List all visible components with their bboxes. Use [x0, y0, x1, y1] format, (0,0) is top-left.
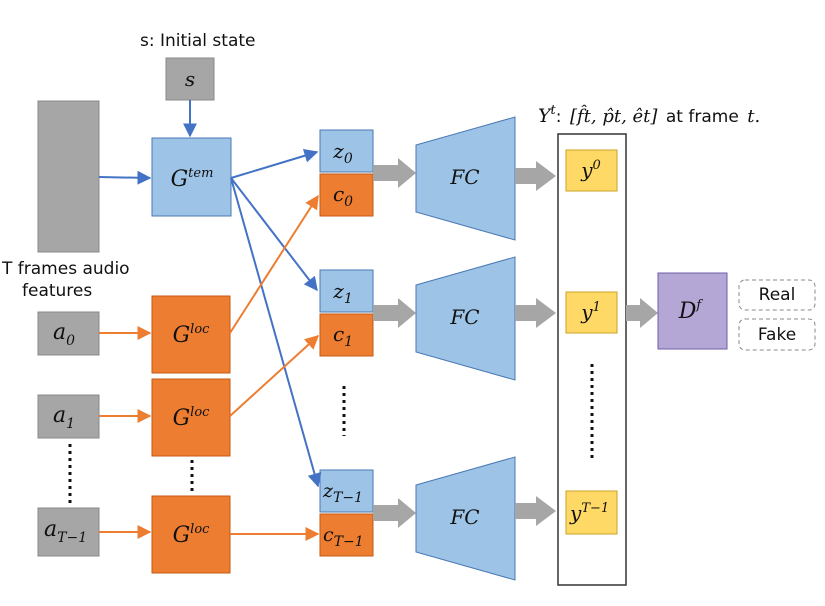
svg-text:c0: c0	[333, 182, 353, 210]
fc-block-1: FC	[415, 256, 516, 381]
zT-1-box: zT−1	[319, 469, 374, 513]
gloc1-to-c1-arrow	[229, 335, 320, 417]
zc1-to-fc-arrow	[373, 298, 416, 328]
real-output-box	[738, 279, 816, 311]
svg-text:aT−1: aT−1	[44, 517, 87, 546]
audio-features-box	[37, 100, 100, 253]
initial-state-symbol: s	[185, 67, 195, 91]
fake-output-box	[738, 318, 816, 351]
svg-text:FC: FC	[449, 505, 479, 529]
discriminator-label: Df	[678, 298, 704, 324]
c0-box: c0	[319, 173, 374, 217]
fc-block-T-1: FC	[415, 456, 516, 581]
g-tem-box	[151, 137, 232, 217]
svg-text:z0: z0	[332, 139, 353, 167]
svg-text:FC: FC	[449, 305, 479, 329]
gtem-to-z0-arrow	[230, 148, 319, 179]
g-loc-box-T-1: Gloc	[151, 495, 231, 574]
svg-text:cT−1: cT−1	[323, 524, 364, 550]
audio-features-label-line1: T frames audio	[1, 259, 130, 279]
gtem-to-zT-arrow	[230, 177, 322, 488]
real-label: Real	[759, 285, 796, 305]
audio-input-a0: a0	[37, 311, 100, 356]
svg-text:Gloc: Gloc	[173, 522, 211, 548]
gloc0-to-c0-arrow	[229, 194, 319, 334]
svg-text:FC: FC	[449, 165, 479, 189]
svg-text:y0: y0	[580, 158, 601, 182]
initial-state-box	[165, 57, 215, 101]
g-loc-box-1: Gloc	[151, 378, 231, 457]
fcT-to-y-arrow	[515, 496, 556, 526]
g-tem-label: Gtem	[171, 166, 214, 192]
svg-text:c1: c1	[333, 322, 353, 350]
audio-input-aT-1: aT−1	[37, 507, 100, 557]
outputs-to-discriminator-arrow	[626, 298, 658, 328]
svg-text:z1: z1	[332, 279, 352, 307]
y0-box: y0	[565, 149, 618, 192]
cT-1-box: cT−1	[319, 513, 374, 557]
z0-box: z0	[319, 129, 374, 173]
fc0-to-y-arrow	[515, 161, 556, 191]
discriminator-box	[657, 272, 728, 350]
c1-box: c1	[319, 313, 374, 357]
g-loc-box-0: Gloc	[151, 295, 231, 374]
fc1-to-y-arrow	[515, 298, 556, 328]
svg-text:Gloc: Gloc	[173, 405, 211, 431]
initial-state-label: s: Initial state	[140, 31, 256, 51]
audio-features-label-line2: features	[22, 281, 92, 301]
svg-text:y1: y1	[580, 300, 601, 324]
svg-text:zT−1: zT−1	[322, 480, 363, 506]
y1-box: y1	[565, 291, 618, 334]
audio-input-a1: a1	[37, 394, 100, 439]
zc0-to-fc-arrow	[373, 158, 416, 188]
fc-block-0: FC	[415, 116, 516, 241]
svg-text:Gloc: Gloc	[173, 322, 211, 348]
gtem-to-z1-arrow	[230, 177, 318, 292]
audio-to-gtem-arrow	[98, 170, 152, 185]
fake-label: Fake	[758, 325, 796, 345]
zcT-to-fc-arrow	[373, 498, 416, 528]
svg-text:yT−1: yT−1	[569, 501, 609, 525]
yT-1-box: yT−1	[565, 490, 618, 535]
svg-text:a1: a1	[53, 403, 75, 432]
z1-box: z1	[319, 269, 374, 313]
output-caption: Yt: [f̂t, p̂t, êt] at frame t.	[538, 103, 760, 127]
svg-text:a0: a0	[53, 320, 75, 349]
